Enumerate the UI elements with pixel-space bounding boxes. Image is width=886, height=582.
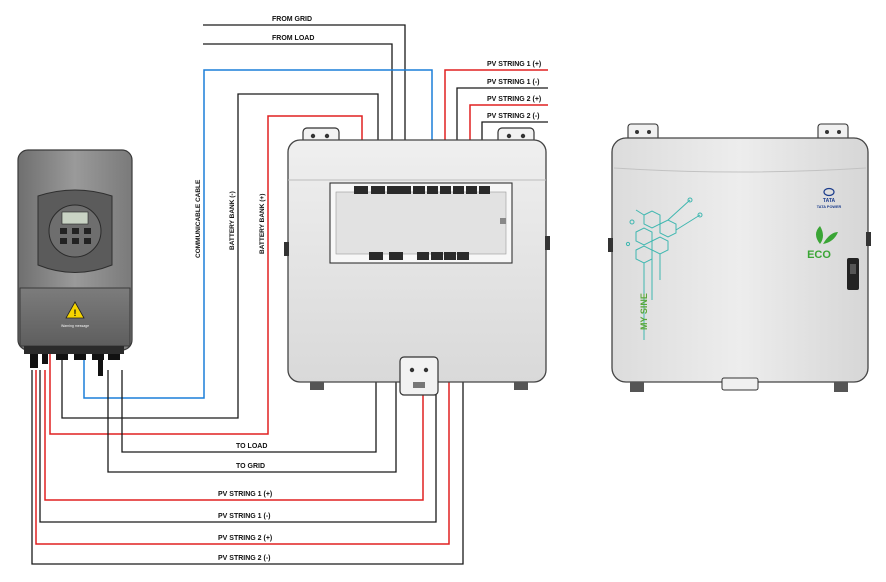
box-bottom-terminals: [369, 252, 469, 260]
label-from-load: FROM LOAD: [272, 35, 314, 42]
label-battery-bank-pos: BATTERY BANK (+): [259, 194, 266, 254]
box-top-terminals: [354, 186, 490, 194]
label-from-grid: FROM GRID: [272, 16, 312, 23]
wire-from-grid: [203, 24, 406, 190]
label-pv2-neg-top: PV STRING 2 (-): [487, 113, 540, 120]
inverter-buttons: [60, 228, 91, 244]
label-pv1-neg-top: PV STRING 1 (-): [487, 79, 540, 86]
label-to-grid: TO GRID: [236, 463, 265, 470]
wire-pv2-neg-bottom: [31, 258, 464, 565]
label-communicable-cable: COMMUNICABLE CABLE: [195, 179, 202, 258]
battery-cabinet: MY SINE TATA TATA POWER ECO: [608, 123, 871, 392]
label-pv1-neg-bottom: PV STRING 1 (-): [218, 513, 271, 520]
inverter-lcd: [61, 211, 89, 225]
inverter-terminals: [24, 346, 124, 376]
wire-battery-bank-pos: [49, 115, 363, 435]
cabinet-product-name: MY SINE: [639, 293, 649, 330]
cabinet-circuit-decoration: [625, 197, 703, 340]
label-battery-bank-neg: BATTERY BANK (-): [229, 191, 236, 250]
cabinet-brand-line2: TATA POWER: [817, 205, 842, 209]
box-bracket-bottom: [399, 356, 439, 396]
warning-exclamation: !: [74, 308, 77, 318]
label-pv2-pos-top: PV STRING 2 (+): [487, 96, 541, 103]
label-pv1-pos-bottom: PV STRING 1 (+): [218, 491, 272, 498]
warning-triangle-icon: [65, 301, 85, 319]
inverter-warning-caption: Warning message: [61, 324, 89, 328]
wire-labels: FROM GRID FROM LOAD PV STRING 1 (+) PV S…: [195, 16, 541, 562]
tata-logo-icon: [823, 187, 835, 197]
eco-leaf-icon: [816, 226, 838, 244]
cabinet-bottom-tab: [721, 377, 759, 391]
label-pv2-neg-bottom: PV STRING 2 (-): [218, 555, 271, 562]
wire-communicable-cable: [83, 69, 433, 399]
wire-battery-bank-neg: [61, 93, 379, 419]
label-pv2-pos-bottom: PV STRING 2 (+): [218, 535, 272, 542]
distribution-box: [284, 127, 550, 396]
cabinet-brand-line1: TATA: [823, 198, 836, 204]
wire-pv2-pos-bottom: [35, 258, 450, 545]
label-pv1-pos-top: PV STRING 1 (+): [487, 61, 541, 68]
inverter: ! Warning message: [17, 149, 133, 376]
cabinet-eco-label: ECO: [807, 249, 831, 261]
label-to-load: TO LOAD: [236, 443, 267, 450]
